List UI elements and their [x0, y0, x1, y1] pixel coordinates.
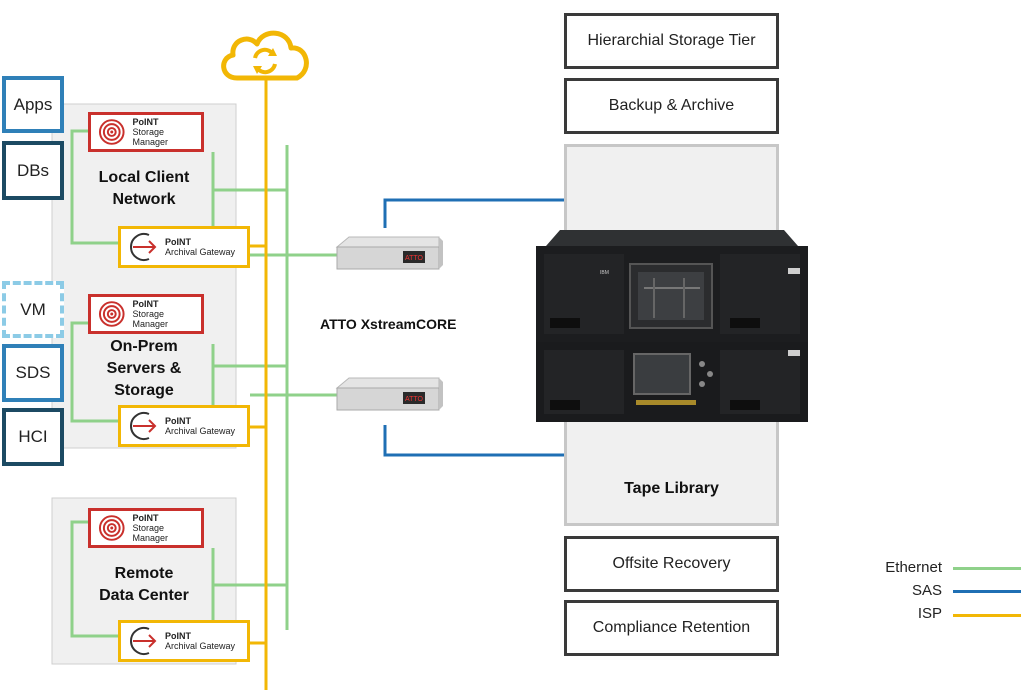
group-label-line: Remote [114, 565, 174, 582]
target-icon [98, 119, 125, 145]
storage-manager-chip: PoINT Storage Manager [88, 508, 204, 548]
cloud-sync-icon [221, 30, 309, 81]
archival-gateway-chip: PoINT Archival Gateway [118, 620, 250, 662]
apps-label: Apps [13, 94, 53, 114]
target-icon [98, 301, 125, 327]
legend-label-isp: ISP [917, 605, 942, 622]
atto-device-icon: ATTO [335, 236, 443, 270]
storage-manager-text: PoINT Storage Manager [133, 513, 201, 543]
storage-manager-text: PoINT Storage Manager [133, 299, 201, 329]
group-label-line: Local Client [98, 169, 190, 186]
tier-label: Compliance Retention [592, 619, 751, 636]
tape-library-icon [536, 230, 808, 422]
legend-swatch-sas [953, 590, 1021, 593]
isp-lines [250, 78, 268, 690]
storage-manager-brand: PoINT [132, 513, 159, 523]
storage-manager-chip: PoINT Storage Manager [88, 112, 204, 152]
sds-box: SDS [2, 344, 64, 402]
group-label-line: Data Center [99, 587, 189, 604]
tier-compliance-retention: Compliance Retention [564, 600, 779, 656]
dbs-label: DBs [16, 160, 50, 180]
hci-label: HCI [18, 427, 48, 446]
hci-box: HCI [2, 408, 64, 466]
storage-manager-product: Storage Manager [132, 309, 169, 329]
group-label-line: Storage [114, 382, 174, 399]
tape-library-brand: IBM [600, 270, 609, 276]
storage-manager-brand: PoINT [132, 299, 159, 309]
group-background-onprem [51, 103, 237, 449]
atto-tag: ATTO [405, 396, 424, 403]
storage-manager-brand: PoINT [132, 117, 159, 127]
sds-label: SDS [15, 363, 51, 382]
archival-gateway-brand: PoINT [165, 237, 191, 247]
target-icon [98, 515, 125, 541]
storage-manager-text: PoINT Storage Manager [133, 117, 201, 147]
group-label-line: On-Prem [110, 338, 178, 355]
group-label-remote: Remote Data Center [82, 563, 206, 607]
vm-label: VM [20, 299, 46, 319]
tape-library-label: Tape Library [624, 480, 719, 497]
archival-gateway-brand: PoINT [165, 416, 191, 426]
archival-gateway-text: PoINT Archival Gateway [165, 416, 235, 436]
archival-gateway-brand: PoINT [165, 631, 191, 641]
archival-gateway-chip: PoINT Archival Gateway [118, 405, 250, 447]
gateway-arrow-icon [130, 412, 157, 440]
tier-label: Offsite Recovery [612, 555, 731, 572]
archival-gateway-product: Archival Gateway [165, 641, 236, 651]
group-label-line: Servers & [106, 360, 182, 377]
group-label-local-client: Local Client Network [82, 167, 206, 211]
archival-gateway-product: Archival Gateway [165, 247, 236, 257]
legend-swatch-isp [953, 614, 1021, 617]
dbs-box: DBs [2, 141, 64, 200]
archival-gateway-product: Archival Gateway [165, 426, 236, 436]
legend-label-ethernet: Ethernet [885, 559, 942, 576]
tier-offsite-recovery: Offsite Recovery [564, 536, 779, 592]
apps-box: Apps [2, 76, 64, 133]
tier-backup-archive: Backup & Archive [564, 78, 779, 134]
vm-box: VM [2, 281, 64, 338]
atto-device-icon: ATTO [335, 377, 443, 411]
group-label-onprem: On-Prem Servers & Storage [82, 336, 206, 402]
atto-label: ATTO XstreamCORE [320, 316, 457, 332]
tier-label: Backup & Archive [608, 97, 735, 114]
atto-tag: ATTO [405, 255, 424, 262]
archival-gateway-text: PoINT Archival Gateway [165, 631, 235, 651]
storage-manager-product: Storage Manager [132, 523, 169, 543]
gateway-arrow-icon [130, 233, 157, 261]
tier-label: Hierarchial Storage Tier [587, 32, 756, 49]
storage-manager-product: Storage Manager [132, 127, 169, 147]
tier-hierarchial-storage: Hierarchial Storage Tier [564, 13, 779, 69]
legend-swatch-ethernet [953, 567, 1021, 570]
gateway-arrow-icon [130, 627, 157, 655]
archival-gateway-chip: PoINT Archival Gateway [118, 226, 250, 268]
archival-gateway-text: PoINT Archival Gateway [165, 237, 235, 257]
storage-manager-chip: PoINT Storage Manager [88, 294, 204, 334]
group-label-line: Network [112, 191, 176, 208]
legend-label-sas: SAS [911, 582, 942, 599]
